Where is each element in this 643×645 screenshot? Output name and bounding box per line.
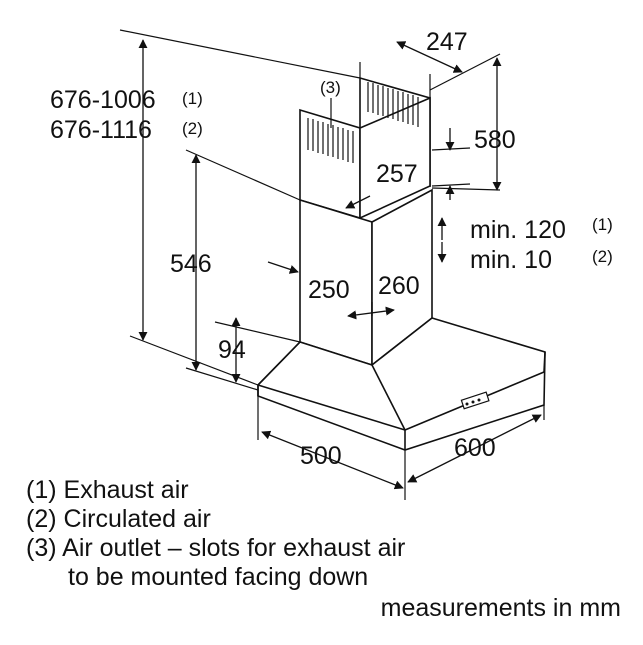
units-note: measurements in mm	[380, 594, 621, 622]
legend: (1) Exhaust air (2) Circulated air (3) A…	[26, 476, 405, 592]
hood-depth-side-label: 260	[378, 272, 420, 300]
extension-lines	[119, 29, 545, 500]
air-outlet-callout-label: (3)	[320, 78, 341, 97]
overall-height-exhaust-label: 676-1006	[50, 86, 156, 114]
air-outlet-slots	[307, 82, 419, 163]
chimney-upper-height-label: 580	[474, 126, 516, 154]
min-gap-exhaust-note: (1)	[592, 215, 613, 234]
dimension-lines	[138, 39, 542, 490]
legend-item-air-outlet: (3) Air outlet – slots for exhaust air	[26, 534, 405, 563]
min-gap-exhaust-label: min. 120	[470, 216, 566, 244]
chimney-lower-width-label: 257	[376, 160, 418, 188]
legend-text: Air outlet – slots for exhaust air	[62, 534, 406, 562]
hood-depth-front-label: 250	[308, 276, 350, 304]
overall-height-circulated-note: (2)	[182, 119, 203, 138]
control-panel	[460, 391, 490, 410]
legend-text: Exhaust air	[63, 476, 189, 504]
legend-num: (2)	[26, 505, 57, 533]
min-gap-circulated-note: (2)	[592, 247, 613, 266]
chimney-lower-height-label: 546	[170, 250, 212, 278]
legend-text: Circulated air	[63, 505, 211, 533]
legend-num: (1)	[26, 476, 57, 504]
legend-item-exhaust: (1) Exhaust air	[26, 476, 405, 505]
canopy-height-label: 94	[218, 336, 246, 364]
hood-width-label: 500	[300, 442, 342, 470]
legend-item-circulated: (2) Circulated air	[26, 505, 405, 534]
min-gap-circulated-label: min. 10	[470, 246, 552, 274]
hood-depth-label: 600	[454, 434, 496, 462]
legend-item-air-outlet-cont: to be mounted facing down	[26, 563, 405, 592]
overall-height-circulated-label: 676-1116	[50, 116, 152, 144]
legend-num: (3)	[26, 534, 57, 562]
overall-height-exhaust-note: (1)	[182, 89, 203, 108]
chimney-upper-width-label: 247	[426, 28, 468, 56]
legend-text: to be mounted facing down	[68, 563, 369, 591]
